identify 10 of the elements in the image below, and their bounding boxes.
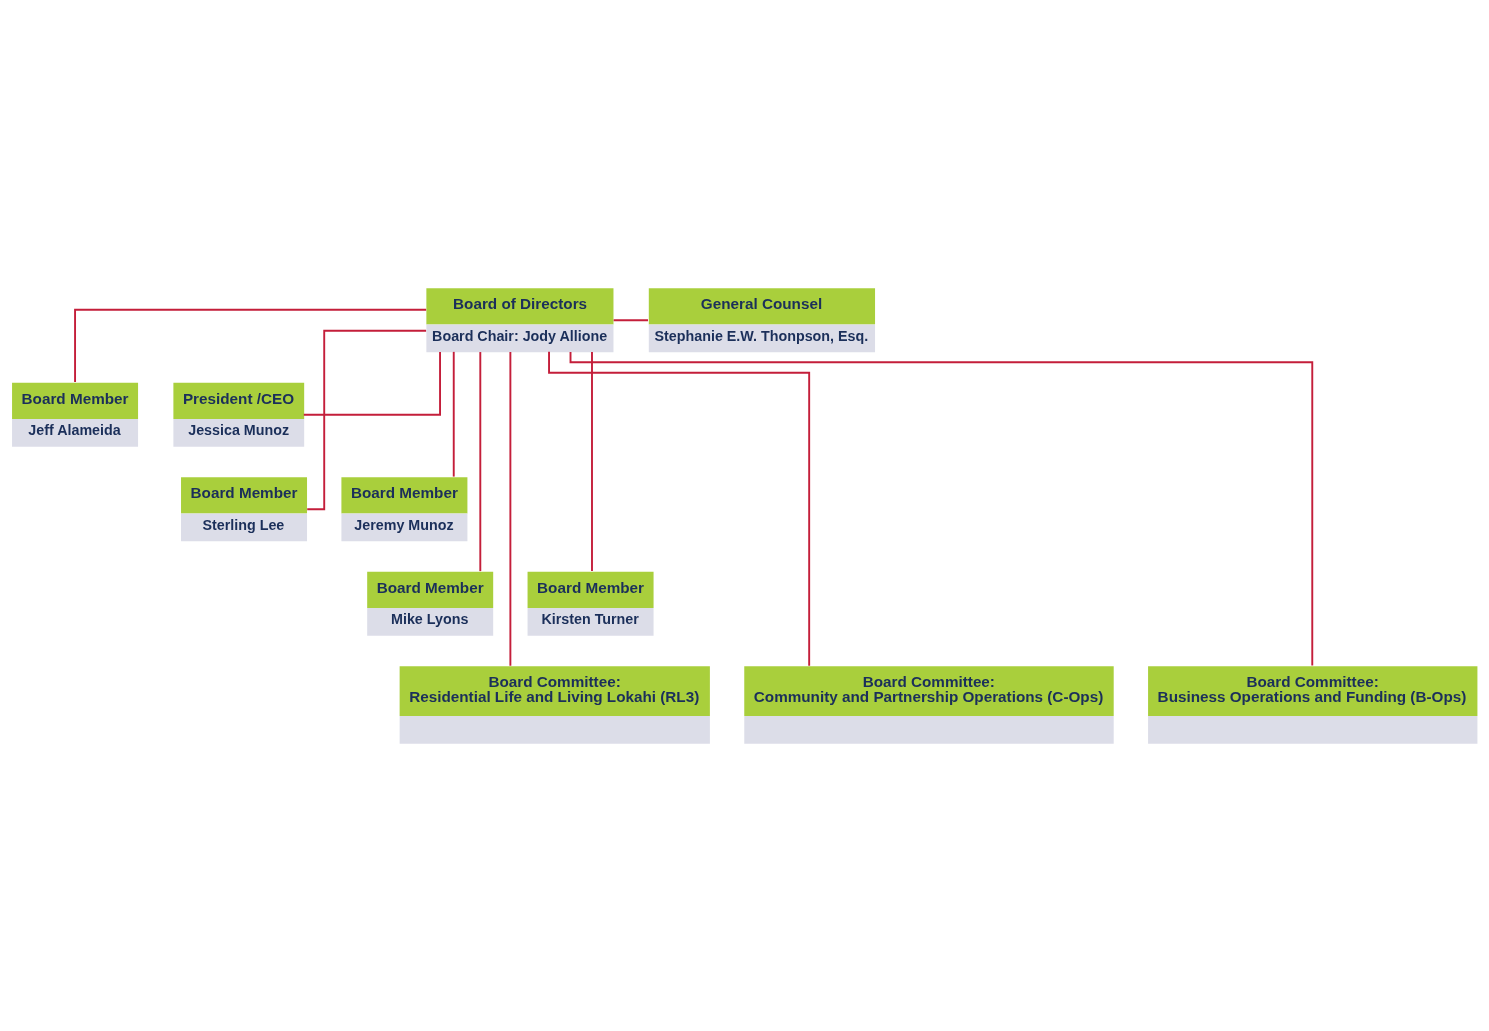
connector [548,350,811,667]
connector [302,351,441,416]
connector [452,350,455,478]
connector [479,351,482,573]
connector [306,329,428,511]
connector [74,308,428,384]
connector [612,319,649,322]
connector [591,351,593,573]
connector [569,351,1314,667]
connector [509,351,512,667]
